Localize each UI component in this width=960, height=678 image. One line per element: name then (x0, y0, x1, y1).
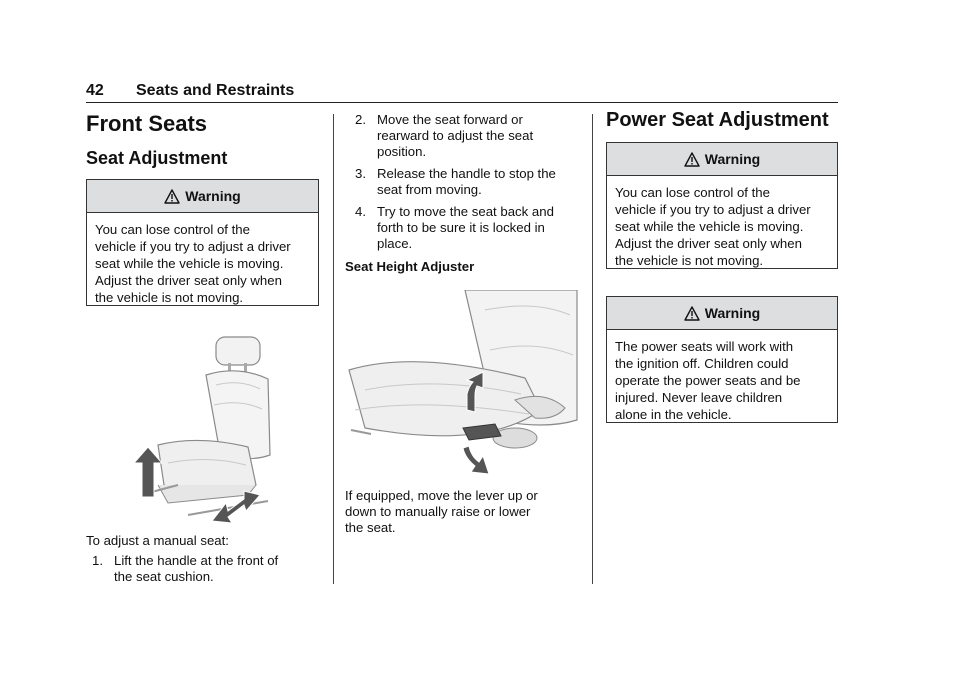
step-text: Move the seat forward or rearward to adj… (377, 112, 533, 160)
warning-label: Warning (704, 151, 761, 167)
caption-line: If equipped, move the lever up or (345, 488, 538, 503)
list-item: 2. Move the seat forward or rearward to … (355, 112, 585, 160)
warning-triangle-icon (684, 305, 700, 321)
seat-height-heading: Seat Height Adjuster (345, 259, 475, 274)
step-number: 1. (92, 553, 103, 568)
warning-label: Warning (185, 188, 241, 204)
warning-line: injured. Never leave children (615, 390, 783, 405)
warning-line: seat while the vehicle is moving. (615, 219, 804, 234)
steps-list-1: 1. Lift the handle at the front of the s… (92, 553, 332, 591)
warning-header: Warning (607, 297, 837, 330)
step-line: forth to be sure it is locked in (377, 220, 545, 235)
manual-seat-illustration (132, 336, 271, 524)
list-item: 1. Lift the handle at the front of the s… (92, 553, 332, 585)
warning-line: vehicle if you try to adjust a driver (615, 202, 811, 217)
warning-line: seat while the vehicle is moving. (95, 256, 284, 271)
page-number: 42 (86, 82, 104, 99)
warning-triangle-icon (164, 188, 180, 204)
step-line: seat from moving. (377, 182, 482, 197)
warning-line: vehicle if you try to adjust a driver (95, 239, 291, 254)
step-text: Release the handle to stop the seat from… (377, 166, 556, 198)
warning-line: the ignition off. Children could (615, 356, 789, 371)
power-seat-title: Power Seat Adjustment (606, 109, 829, 131)
warning-box: Warning You can lose control of the vehi… (606, 142, 838, 269)
step-text: Lift the handle at the front of the seat… (114, 553, 278, 585)
steps-list-2: 2. Move the seat forward or rearward to … (355, 112, 585, 258)
step-line: Release the handle to stop the (377, 166, 556, 181)
warning-text: You can lose control of the vehicle if y… (607, 176, 837, 275)
step-line: Try to move the seat back and (377, 204, 554, 219)
warning-box: Warning You can lose control of the vehi… (86, 179, 319, 306)
warning-line: Adjust the driver seat only when (95, 273, 282, 288)
step-line: rearward to adjust the seat (377, 128, 534, 143)
step-line: the seat cushion. (114, 569, 214, 584)
caption-line: down to manually raise or lower (345, 504, 531, 519)
step-line: Move the seat forward or (377, 112, 523, 127)
subsection-title: Seat Adjustment (86, 148, 228, 168)
list-item: 4. Try to move the seat back and forth t… (355, 204, 585, 252)
chapter-title: Seats and Restraints (136, 82, 295, 99)
caption-line: the seat. (345, 520, 396, 535)
page-header: 42 Seats and Restraints (86, 82, 838, 103)
warning-text: The power seats will work with the ignit… (607, 330, 837, 429)
step-line: place. (377, 236, 413, 251)
warning-header: Warning (607, 143, 837, 176)
step-number: 4. (355, 204, 366, 219)
warning-line: the vehicle is not moving. (95, 290, 244, 305)
column-divider-1 (333, 114, 334, 584)
step-text: Try to move the seat back and forth to b… (377, 204, 554, 252)
warning-line: Adjust the driver seat only when (615, 236, 802, 251)
list-item: 3. Release the handle to stop the seat f… (355, 166, 585, 198)
step-number: 3. (355, 166, 366, 181)
warning-line: The power seats will work with (615, 339, 794, 354)
seat-height-illustration (348, 290, 578, 475)
intro-text: To adjust a manual seat: (86, 533, 229, 548)
section-title: Front Seats (86, 111, 208, 136)
warning-label: Warning (704, 305, 761, 321)
warning-box: Warning The power seats will work with t… (606, 296, 838, 423)
warning-triangle-icon (684, 151, 700, 167)
warning-line: operate the power seats and be (615, 373, 801, 388)
seat-height-caption: If equipped, move the lever up or down t… (345, 488, 585, 536)
warning-line: the vehicle is not moving. (615, 253, 764, 268)
step-line: Lift the handle at the front of (114, 553, 279, 568)
warning-text: You can lose control of the vehicle if y… (87, 213, 318, 312)
step-line: position. (377, 144, 427, 159)
warning-header: Warning (87, 180, 318, 213)
column-divider-2 (592, 114, 593, 584)
step-number: 2. (355, 112, 366, 127)
warning-line: You can lose control of the (615, 185, 770, 200)
warning-line: alone in the vehicle. (615, 407, 732, 422)
warning-line: You can lose control of the (95, 222, 250, 237)
